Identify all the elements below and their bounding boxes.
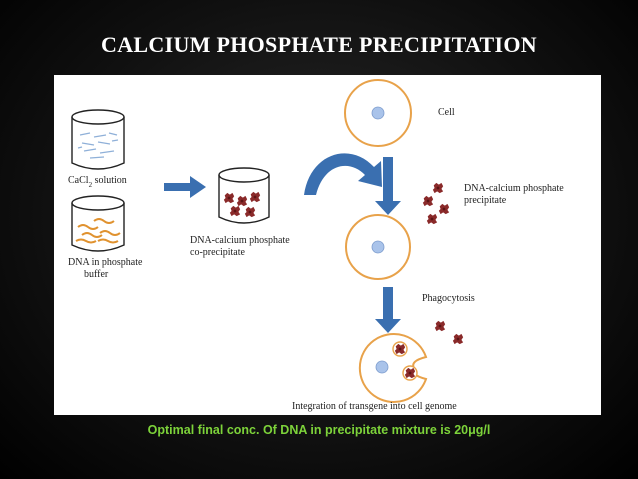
nucleus: [375, 360, 389, 374]
mix-label-line1: DNA-calcium phosphate: [190, 235, 290, 246]
precipitate-particle: [422, 195, 434, 207]
diagram-svg: CaCl2 solution DNA in phosphate buffer D…: [68, 79, 564, 412]
precipitate-particle: [434, 320, 446, 332]
mix-arrow: [164, 176, 206, 198]
mix-beaker: [218, 167, 270, 224]
mix-label-line2: co-precipitate: [190, 247, 246, 258]
precipitate-particle: [426, 213, 438, 225]
precipitate-label-line2: precipitate: [464, 195, 507, 206]
precipitate-label-line1: DNA-calcium phosphate: [464, 183, 564, 194]
slide-title: CALCIUM PHOSPHATE PRECIPITATION: [101, 32, 537, 57]
down-arrow-2: [375, 287, 401, 333]
phagocytosis-label: Phagocytosis: [422, 293, 475, 304]
cell-middle: [345, 214, 411, 280]
integration-label: Integration of transgene into cell genom…: [292, 401, 457, 412]
slide-caption: Optimal final conc. Of DNA in precipitat…: [147, 423, 491, 437]
dna-buffer-label-line1: DNA in phosphate: [68, 257, 143, 268]
cell-phagocytosis: [358, 333, 428, 403]
dna-buffer-beaker: [71, 195, 125, 252]
cell-top: [344, 79, 412, 147]
cell-label: Cell: [438, 107, 455, 118]
curved-arrow: [304, 153, 382, 195]
diagram-panel: CaCl2 solution DNA in phosphate buffer D…: [54, 75, 601, 415]
nucleus: [371, 106, 385, 120]
precipitate-particle: [452, 333, 464, 345]
cacl2-solution-lines: [77, 132, 119, 159]
cacl2-beaker: [71, 109, 125, 170]
dna-buffer-label-line2: buffer: [84, 269, 109, 280]
dna-strands: [75, 218, 121, 244]
down-arrow-1: [375, 157, 401, 215]
nucleus: [371, 240, 385, 254]
cacl2-label: CaCl2 solution: [68, 175, 127, 189]
precipitate-particle: [432, 182, 444, 194]
precipitate-particle: [438, 203, 450, 215]
